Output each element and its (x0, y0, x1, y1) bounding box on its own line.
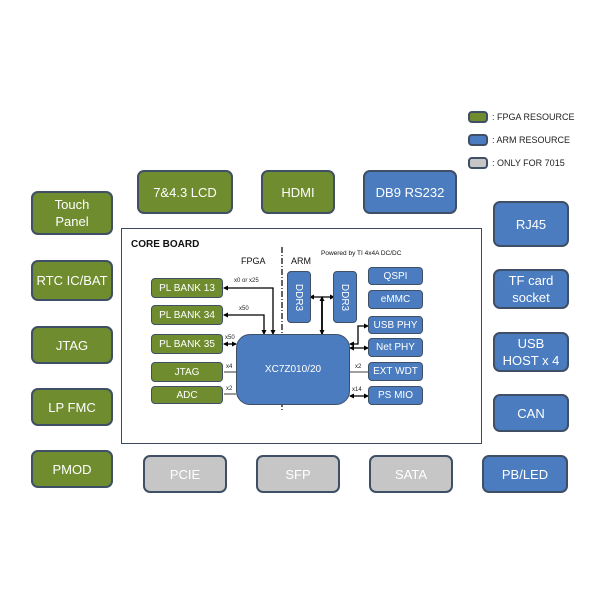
bus-label-pl-bank-13: x0 or x25 (234, 278, 259, 284)
ddr3-right: DDR3 (333, 271, 357, 323)
ps-net-phy: Net PHY (368, 338, 423, 357)
peripheral-db9-rs232: DB9 RS232 (363, 170, 457, 214)
peripheral-rj45: RJ45 (493, 201, 569, 247)
pl-bank-13: PL BANK 13 (151, 278, 223, 298)
bus-pl-bank-13 (223, 285, 276, 335)
legend-label-7015: : ONLY FOR 7015 (492, 158, 565, 168)
pl-adc: ADC (151, 386, 223, 404)
ddr3-left-label: DDR3 (293, 283, 305, 311)
peripheral-lcd: 7&4.3 LCD (137, 170, 233, 214)
peripheral-sfp: SFP (256, 455, 340, 493)
bus-label-ext-wdt: x2 (355, 364, 362, 370)
pl-bank-35: PL BANK 35 (151, 334, 223, 354)
bus-usb-phy (349, 323, 369, 347)
fpga-label: FPGA (241, 256, 266, 266)
bus-label-adc: x2 (226, 386, 233, 392)
core-board-title: CORE BOARD (131, 239, 200, 250)
legend-label-fpga: : FPGA RESOURCE (492, 112, 575, 122)
ps-emmc: eMMC (368, 290, 423, 309)
peripheral-can: CAN (493, 394, 569, 432)
peripheral-pcie: PCIE (143, 455, 227, 493)
bus-label-pl-bank-34: x50 (239, 306, 249, 312)
ps-ext-wdt: EXT WDT (368, 362, 423, 381)
peripheral-jtag: JTAG (31, 326, 113, 364)
pl-jtag: JTAG (151, 362, 223, 382)
ps-usb-phy: USB PHY (368, 316, 423, 334)
power-note: Powered by TI 4x4A DC/DC (321, 250, 402, 257)
ps-mio: PS MIO (368, 386, 423, 405)
peripheral-rtc: RTC IC/BAT (31, 260, 113, 301)
ddr3-left: DDR3 (287, 271, 311, 323)
peripheral-pmod: PMOD (31, 450, 113, 488)
pl-bank-34: PL BANK 34 (151, 305, 223, 325)
legend-swatch-arm (468, 134, 488, 146)
peripheral-hdmi: HDMI (261, 170, 335, 214)
bus-label-ps-mio: x14 (352, 387, 362, 393)
peripheral-sata: SATA (369, 455, 453, 493)
core-board (121, 228, 482, 444)
peripheral-lp-fmc: LP FMC (31, 388, 113, 426)
bus-label-pl-bank-35: x50 (225, 335, 235, 341)
legend-swatch-fpga (468, 111, 488, 123)
peripheral-usb-host: USB HOST x 4 (493, 332, 569, 372)
chip-xc7z010: XC7Z010/20 (236, 334, 350, 405)
ddr3-right-label: DDR3 (339, 283, 351, 311)
arm-label: ARM (291, 256, 311, 266)
peripheral-touch-panel: Touch Panel (31, 191, 113, 235)
peripheral-tf-card: TF card socket (493, 269, 569, 309)
bus-pl-bank-34 (223, 312, 267, 335)
ps-qspi: QSPI (368, 267, 423, 285)
legend-swatch-7015 (468, 157, 488, 169)
bus-label-jtag: x4 (226, 364, 233, 370)
legend-label-arm: : ARM RESOURCE (492, 135, 571, 145)
peripheral-pb-led: PB/LED (482, 455, 568, 493)
